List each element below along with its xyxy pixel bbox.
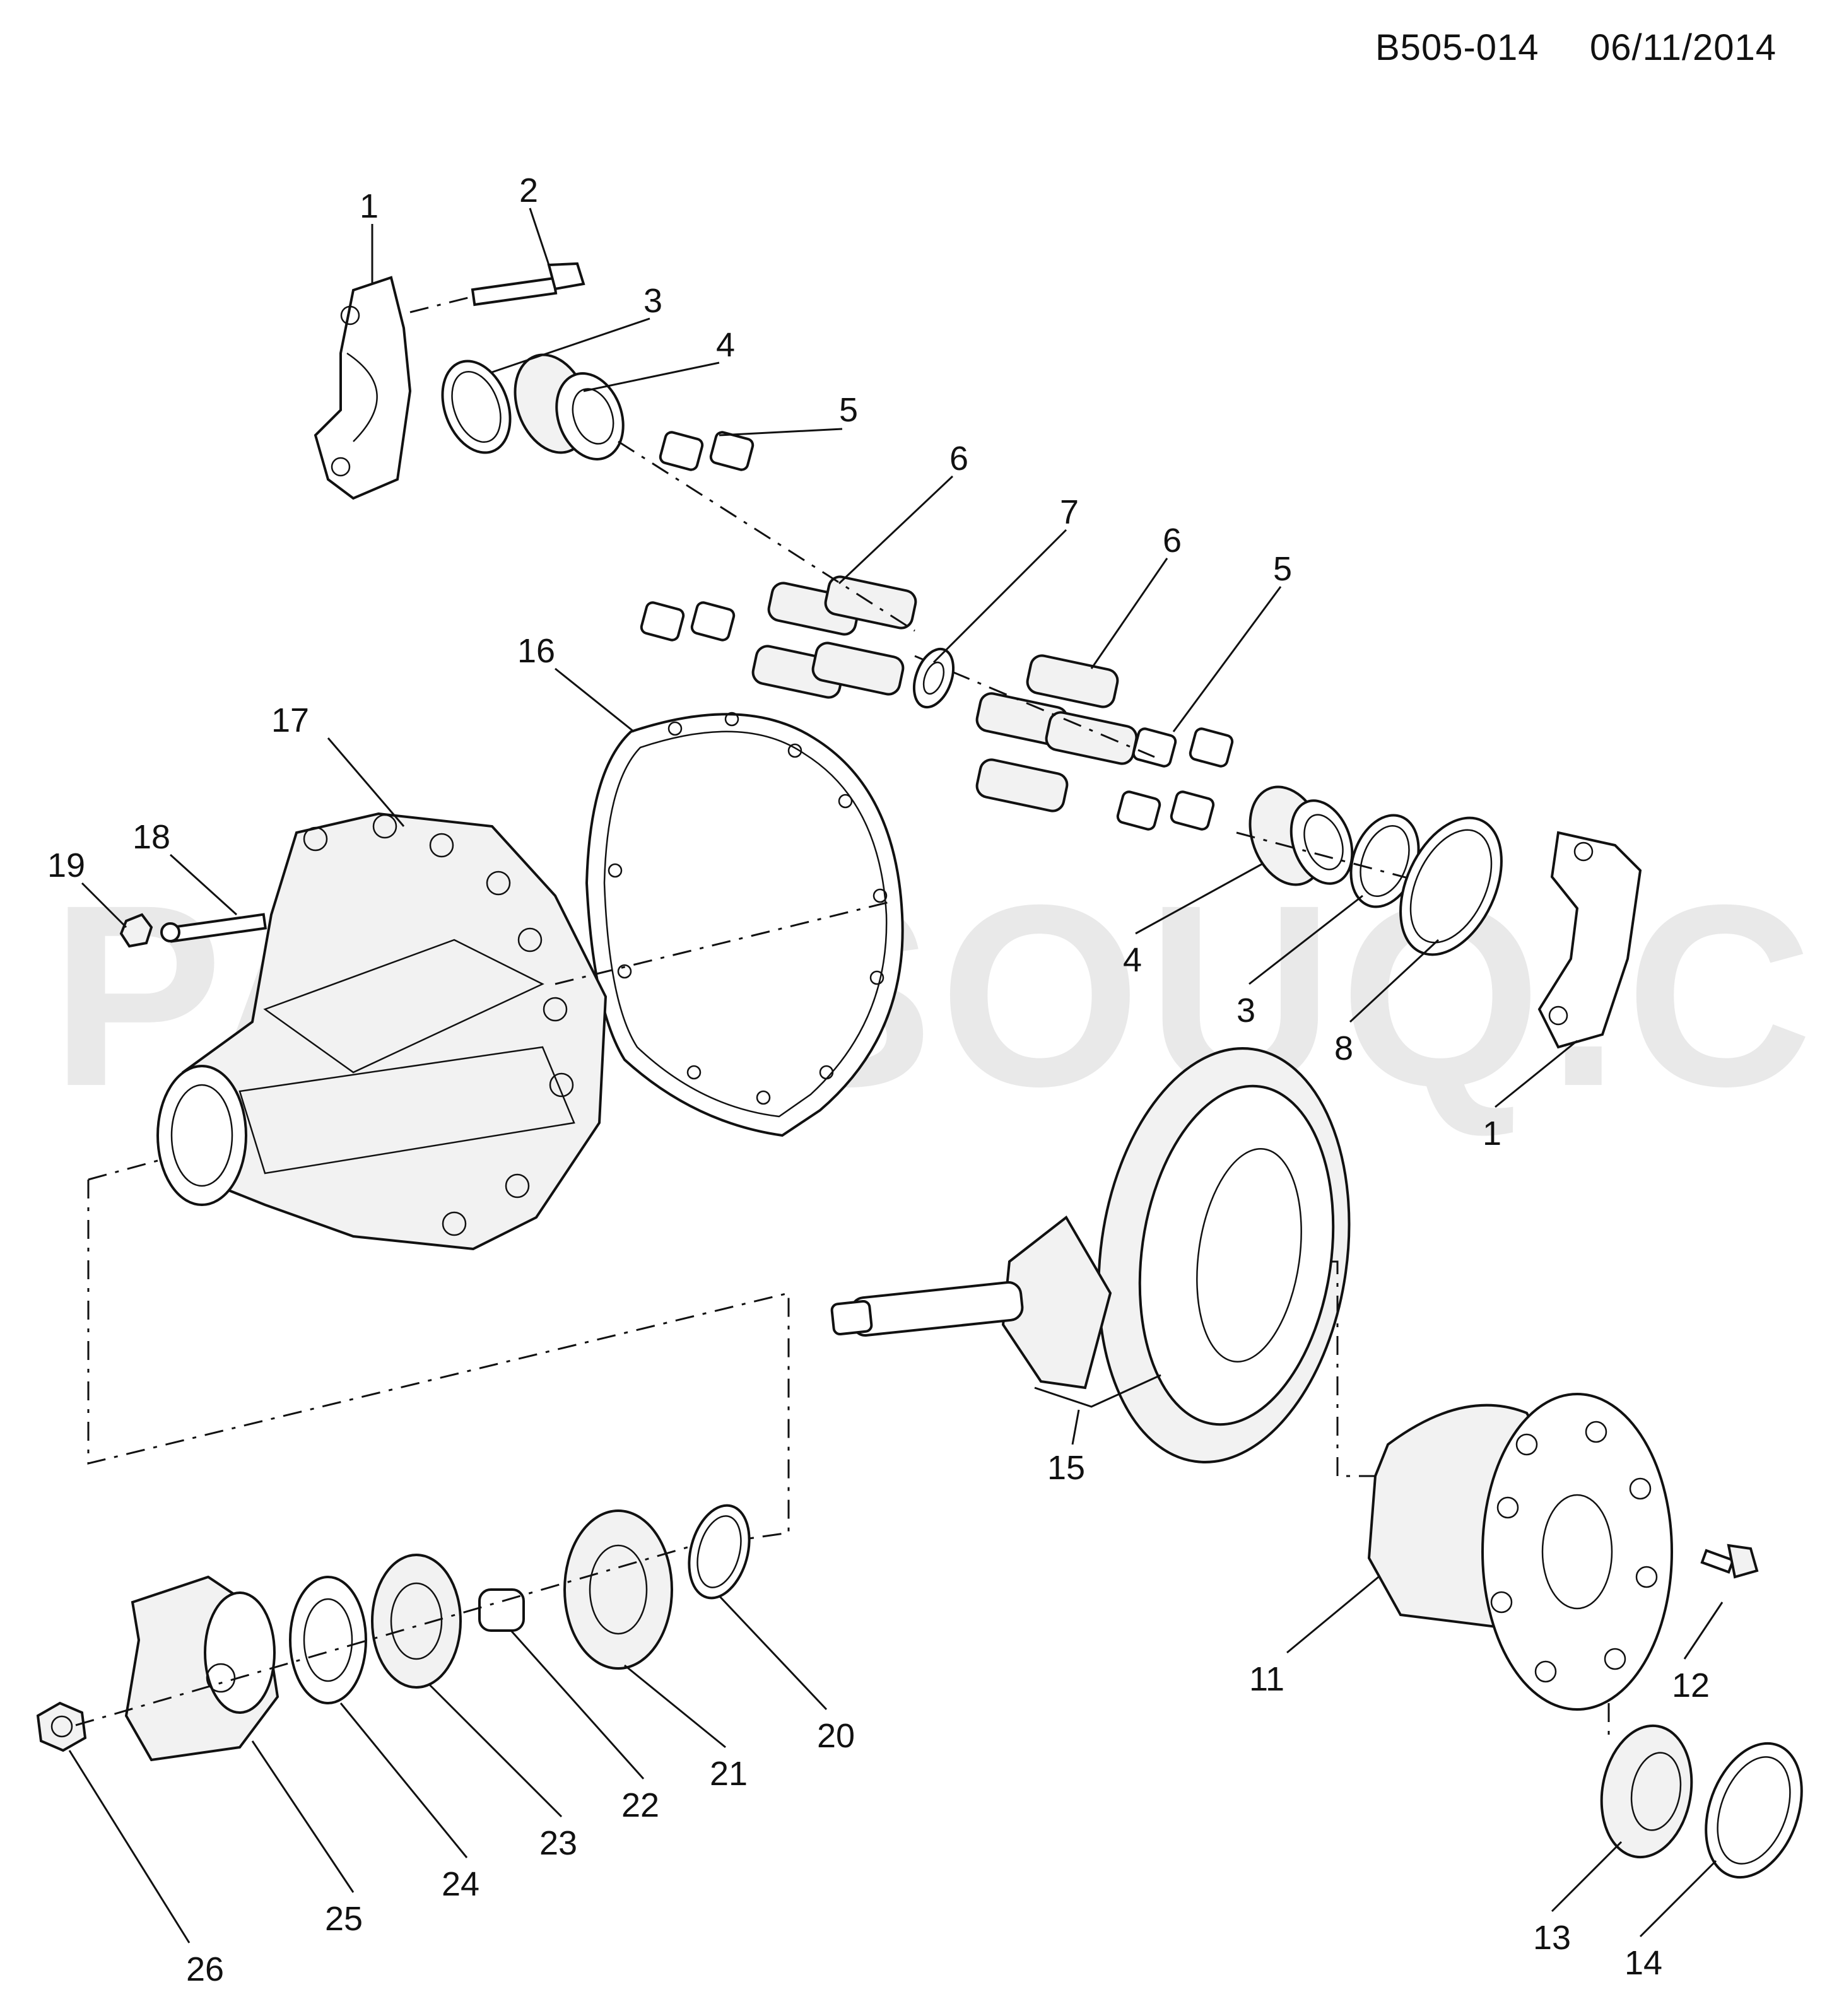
part-6-pinion-gears-lower[interactable] bbox=[975, 653, 1138, 813]
part-2-bolt[interactable] bbox=[409, 262, 585, 314]
part-23-pinion-bearing-inner[interactable] bbox=[371, 1554, 462, 1689]
part-12-case-bolt[interactable] bbox=[1700, 1544, 1759, 1579]
callout-26: 26 bbox=[186, 1950, 224, 1988]
part-4-side-gear-lower[interactable] bbox=[1237, 777, 1363, 895]
part-5-bushings-lower[interactable] bbox=[1116, 727, 1234, 831]
part-8-shim[interactable] bbox=[1380, 802, 1522, 971]
callout-17: 17 bbox=[271, 701, 309, 739]
part-3-shim-lower[interactable] bbox=[1339, 806, 1430, 916]
part-25-pinion-yoke[interactable] bbox=[124, 1575, 279, 1762]
part-1-bearing-cap-left[interactable] bbox=[314, 276, 412, 500]
part-22-collapsible-spacer[interactable] bbox=[478, 1588, 525, 1632]
diagram-date: 06/11/2014 bbox=[1590, 27, 1777, 68]
callout-5: 5 bbox=[1273, 550, 1292, 588]
callout-23: 23 bbox=[539, 1824, 577, 1862]
part-21-pinion-bearing-outer[interactable] bbox=[563, 1509, 673, 1670]
callout-labels: 1 2 3 4 5 6 7 6 5 16 17 18 19 4 3 8 1 15… bbox=[47, 172, 1710, 1988]
callout-3: 3 bbox=[1237, 992, 1255, 1029]
callout-1: 1 bbox=[1483, 1115, 1501, 1152]
part-14-bearing-race[interactable] bbox=[1689, 1730, 1819, 1891]
callout-2: 2 bbox=[519, 172, 538, 209]
callout-22: 22 bbox=[621, 1786, 659, 1824]
callout-1: 1 bbox=[360, 187, 379, 225]
diagram-code: B505-014 bbox=[1375, 27, 1539, 68]
callout-20: 20 bbox=[817, 1717, 855, 1755]
callout-4: 4 bbox=[1123, 941, 1142, 979]
part-4-side-gear-upper[interactable] bbox=[502, 344, 635, 469]
part-6-pinion-gears-upper[interactable] bbox=[751, 575, 917, 700]
part-7-thrust-washer[interactable] bbox=[907, 643, 960, 712]
callout-12: 12 bbox=[1672, 1667, 1710, 1704]
callout-13: 13 bbox=[1533, 1919, 1571, 1957]
part-24-pinion-seal[interactable] bbox=[289, 1576, 367, 1704]
part-15-ring-and-pinion-gear[interactable] bbox=[830, 1032, 1375, 1479]
leader-lines bbox=[68, 208, 1724, 1943]
callout-8: 8 bbox=[1334, 1029, 1353, 1067]
callout-4: 4 bbox=[716, 326, 735, 364]
part-19-drain-plug[interactable] bbox=[119, 913, 153, 948]
part-26-pinion-nut[interactable] bbox=[36, 1701, 87, 1752]
callout-6: 6 bbox=[1163, 522, 1182, 560]
callout-14: 14 bbox=[1624, 1944, 1662, 1982]
part-18-vent-fitting[interactable] bbox=[160, 913, 267, 943]
callout-6: 6 bbox=[949, 440, 968, 478]
part-11-differential-case[interactable] bbox=[1367, 1393, 1673, 1711]
callout-3: 3 bbox=[643, 282, 662, 320]
callout-25: 25 bbox=[325, 1900, 363, 1938]
part-1-bearing-cap-right[interactable] bbox=[1537, 831, 1642, 1049]
callout-19: 19 bbox=[47, 847, 85, 884]
callout-21: 21 bbox=[710, 1755, 748, 1793]
callout-15: 15 bbox=[1047, 1449, 1085, 1487]
callout-18: 18 bbox=[132, 818, 170, 856]
part-13-side-bearing[interactable] bbox=[1592, 1718, 1701, 1864]
part-16-cover-gasket[interactable] bbox=[585, 712, 904, 1137]
callout-24: 24 bbox=[442, 1865, 479, 1903]
callout-16: 16 bbox=[517, 632, 555, 670]
part-20-snap-ring[interactable] bbox=[679, 1499, 759, 1605]
part-5-bushings-upper[interactable] bbox=[640, 431, 755, 642]
callout-5: 5 bbox=[839, 391, 858, 429]
part-17-differential-carrier[interactable] bbox=[156, 812, 608, 1251]
callout-7: 7 bbox=[1060, 493, 1079, 531]
part-3-shim-upper[interactable] bbox=[430, 351, 522, 462]
callout-11: 11 bbox=[1249, 1660, 1284, 1698]
